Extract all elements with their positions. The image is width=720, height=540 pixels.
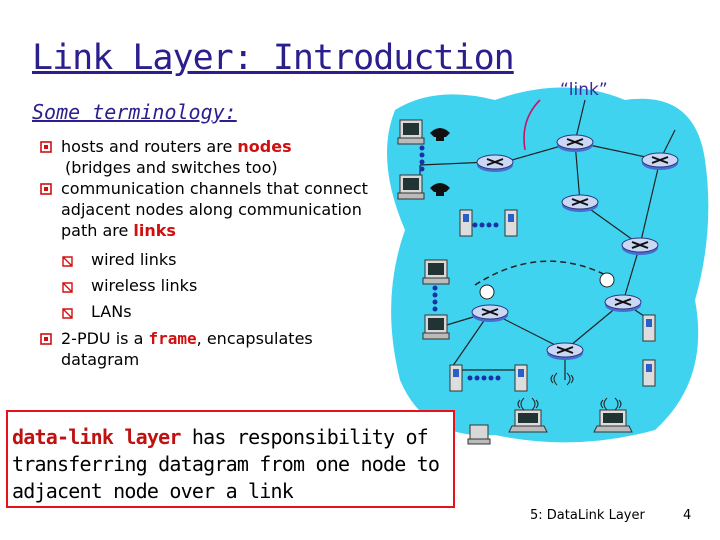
phones — [430, 128, 450, 196]
slide-title: Link Layer: Introduction — [32, 38, 515, 78]
telephone-icon — [430, 128, 450, 141]
computer-icon — [422, 314, 450, 340]
server-icon — [504, 209, 518, 237]
router-icon — [641, 152, 679, 170]
sub-bullet-lans: LANs — [62, 299, 370, 325]
telephone-icon — [430, 183, 450, 196]
servers — [449, 209, 656, 392]
slide-footer: 5: DataLink Layer — [530, 508, 645, 523]
sub-bullet-list: wired links wireless links LANs — [62, 247, 370, 325]
computer-icon — [422, 259, 450, 285]
dotted-connectors — [419, 145, 501, 381]
bullet-nodes-text: hosts and routers are — [61, 137, 238, 156]
network-diagram — [387, 87, 709, 445]
sub-bullet-wireless: wireless links — [62, 273, 370, 299]
bullet-nodes-note: (bridges and switches too) — [65, 158, 278, 177]
access-point-icon — [599, 272, 615, 288]
sub-bullet-label: wired links — [91, 250, 177, 269]
sub-bullet-marker-icon — [62, 282, 73, 293]
sub-bullet-wired: wired links — [62, 247, 370, 273]
bullet-marker-icon — [40, 183, 52, 195]
laptops — [508, 409, 633, 433]
link-label: “link” — [560, 80, 608, 100]
sub-bullet-marker-icon — [62, 308, 73, 319]
callout-text: data-link layer has responsibility of tr… — [8, 424, 453, 505]
page-number: 4 — [683, 508, 692, 523]
network-cloud — [387, 87, 709, 443]
laptop-icon — [508, 409, 548, 433]
wireless-link — [474, 260, 616, 286]
laptop-icon — [593, 409, 633, 433]
wireless-wave-icons — [517, 372, 622, 411]
bullet-frame: 2-PDU is a frame, encapsulates datagram — [40, 328, 370, 370]
bullet-marker-icon — [40, 333, 52, 345]
computer-icon — [467, 424, 491, 445]
link-pointer — [523, 99, 541, 151]
server-icon — [449, 364, 463, 392]
callout-term: data-link layer — [12, 425, 181, 449]
router-icon — [604, 294, 642, 312]
access-point-icons — [479, 272, 615, 300]
callout-body: has responsibility of transferring datag… — [12, 425, 440, 503]
computer-icon — [397, 174, 425, 200]
computer-icon — [397, 119, 425, 145]
bullet-marker-icon — [40, 141, 52, 153]
frame-term: frame — [148, 329, 197, 348]
bullet-frame-text-after: , encapsulates datagram — [61, 329, 313, 369]
routers — [471, 134, 679, 360]
bullet-links: communication channels that connect adja… — [40, 178, 370, 241]
links-term: links — [133, 221, 176, 240]
bullet-frame-text: 2-PDU is a — [61, 329, 149, 348]
sub-bullet-label: wireless links — [91, 276, 198, 295]
router-icon — [471, 304, 509, 322]
callout-box: data-link layer has responsibility of tr… — [6, 410, 455, 508]
server-icon — [514, 364, 528, 392]
sub-bullet-label: LANs — [91, 302, 132, 321]
computers — [397, 119, 491, 445]
nodes-term: nodes — [237, 137, 292, 156]
bullet-links-text: communication channels that connect adja… — [61, 179, 368, 240]
bullet-list: hosts and routers are nodes (bridges and… — [40, 136, 370, 370]
router-icon — [556, 134, 594, 152]
slide-subtitle: Some terminology: — [32, 100, 237, 124]
sub-bullet-marker-icon — [62, 256, 73, 267]
server-icon — [642, 314, 656, 342]
bullet-nodes: hosts and routers are nodes (bridges and… — [40, 136, 370, 178]
router-icon — [476, 154, 514, 172]
access-point-icon — [479, 284, 495, 300]
router-icon — [546, 342, 584, 360]
router-icon — [621, 237, 659, 255]
router-icon — [561, 194, 599, 212]
server-icon — [459, 209, 473, 237]
server-icon — [642, 359, 656, 387]
